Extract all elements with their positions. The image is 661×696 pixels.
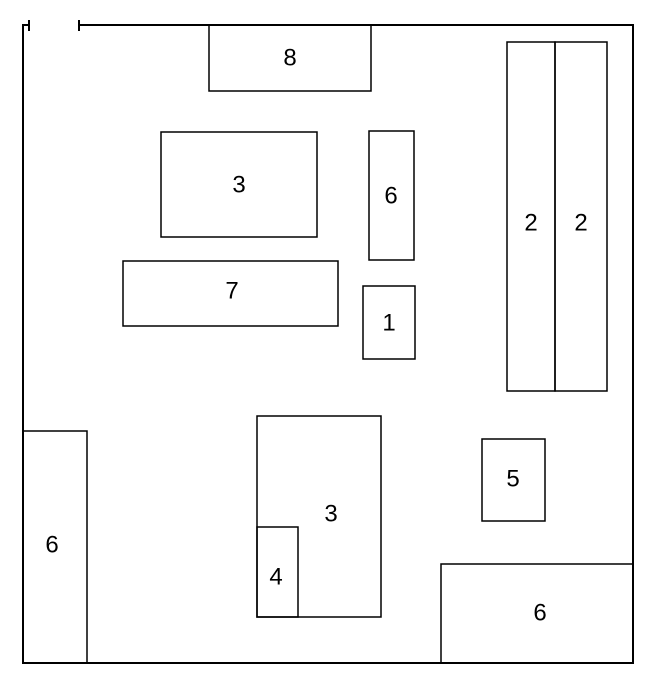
block-label: 4	[269, 564, 282, 591]
block-label: 6	[533, 600, 546, 627]
block-label: 6	[45, 532, 58, 559]
block-label: 7	[225, 278, 238, 305]
block-1: 1	[362, 285, 416, 360]
block-3-lower: 3	[256, 415, 382, 618]
block-label: 8	[283, 45, 296, 72]
wall-outline	[22, 24, 634, 664]
block-2-left: 2	[506, 41, 556, 392]
block-7: 7	[122, 260, 339, 327]
block-6-bottom-right: 6	[440, 563, 634, 664]
block-8-top: 8	[208, 24, 372, 92]
block-5: 5	[481, 438, 546, 522]
block-4: 4	[256, 526, 299, 618]
block-label: 6	[384, 183, 397, 210]
block-label: 2	[574, 210, 587, 237]
block-2-right: 2	[554, 41, 608, 392]
block-label: 2	[524, 210, 537, 237]
block-label: 1	[382, 310, 395, 337]
block-3-upper: 3	[160, 131, 318, 238]
block-6-left: 6	[22, 430, 88, 664]
block-6-middle: 6	[368, 130, 415, 261]
block-label: 3	[232, 172, 245, 199]
block-label: 5	[506, 466, 519, 493]
outer-walls	[22, 20, 634, 664]
block-label: 3	[324, 501, 337, 528]
